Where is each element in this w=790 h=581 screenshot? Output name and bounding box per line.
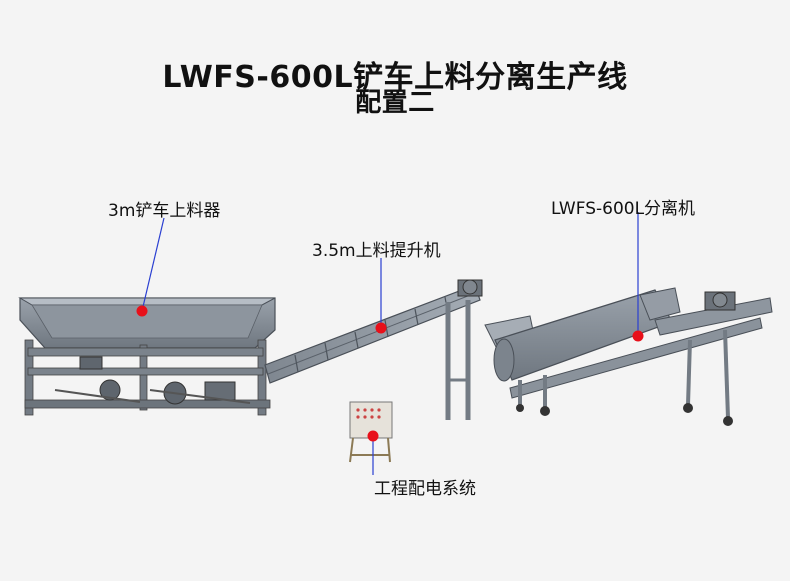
elevator-conveyor [264, 279, 483, 420]
control-marker [367, 430, 379, 442]
separator-machine [484, 287, 773, 426]
elevator-label: 3.5m上料提升机 [312, 241, 441, 261]
loader-pointer [136, 217, 165, 317]
control-pointer [367, 430, 379, 475]
elevator-marker [375, 322, 387, 334]
separator-label: LWFS-600L分离机 [551, 199, 696, 219]
loader-label: 3m铲车上料器 [108, 201, 221, 221]
elevator-pointer [375, 258, 387, 334]
page-subtitle: 配置二 [355, 88, 435, 118]
page-title: LWFS-600L铲车上料分离生产线 [162, 60, 628, 95]
separator-pointer [632, 212, 644, 342]
control-system-label: 工程配电系统 [374, 479, 476, 499]
loader-machine [18, 297, 276, 416]
loader-marker [136, 305, 148, 317]
separator-marker [632, 330, 644, 342]
